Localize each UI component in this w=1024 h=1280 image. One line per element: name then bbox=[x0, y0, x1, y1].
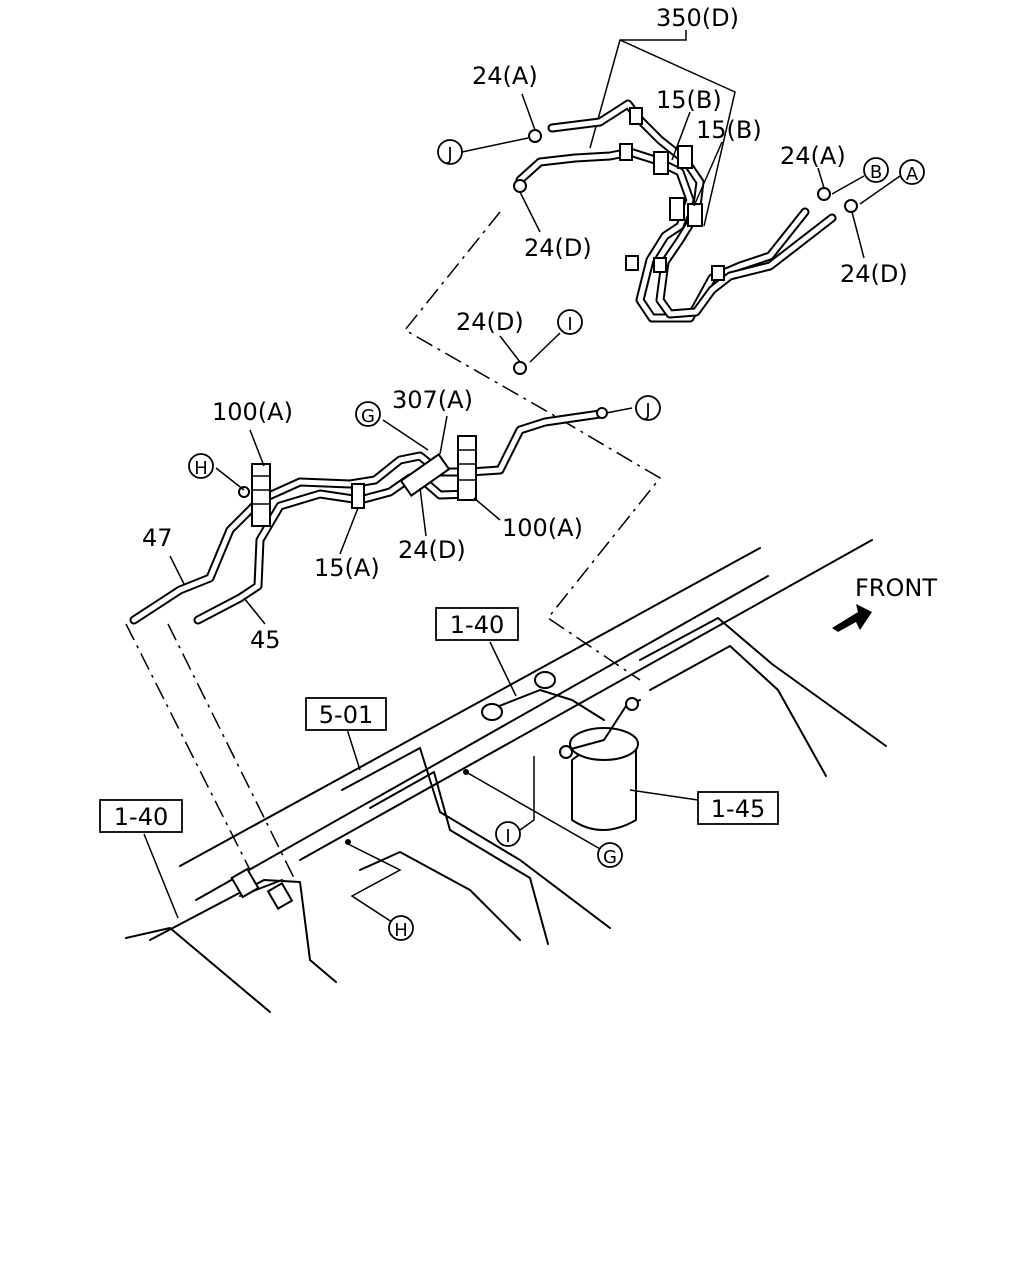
svg-text:J: J bbox=[644, 400, 650, 421]
top-pipe-assembly bbox=[461, 30, 901, 323]
svg-text:5-01: 5-01 bbox=[319, 701, 373, 729]
chassis-frame bbox=[125, 539, 887, 1013]
part-label-45: 45 bbox=[250, 626, 281, 654]
front-indicator: FRONT bbox=[832, 574, 937, 632]
part-label-15b-2: 15(B) bbox=[696, 116, 762, 144]
callout-g-top: G bbox=[355, 401, 381, 427]
part-label-47: 47 bbox=[142, 524, 173, 552]
svg-text:J: J bbox=[446, 144, 452, 165]
svg-text:G: G bbox=[603, 847, 617, 868]
ref-box-5-01: 5-01 bbox=[305, 697, 387, 731]
callout-j-mid: J bbox=[635, 395, 661, 421]
part-label-15a: 15(A) bbox=[314, 554, 380, 582]
callout-b: B bbox=[863, 157, 889, 183]
part-label-24d-top: 24(D) bbox=[524, 234, 592, 262]
svg-text:G: G bbox=[361, 406, 375, 427]
callout-i-top: I bbox=[557, 309, 583, 335]
svg-text:1-45: 1-45 bbox=[711, 795, 765, 823]
ref-box-1-40-top: 1-40 bbox=[435, 607, 519, 641]
svg-text:I: I bbox=[567, 314, 572, 335]
svg-text:H: H bbox=[194, 458, 208, 479]
part-label-100a-right: 100(A) bbox=[502, 514, 583, 542]
callout-i-low: I bbox=[495, 821, 521, 847]
callouts: J B A I G J H I bbox=[188, 139, 925, 941]
svg-text:A: A bbox=[906, 164, 919, 185]
part-label-100a-left: 100(A) bbox=[212, 398, 293, 426]
arrow-icon bbox=[832, 604, 872, 632]
part-label-15b-1: 15(B) bbox=[656, 86, 722, 114]
svg-text:B: B bbox=[870, 162, 882, 183]
callout-j-top: J bbox=[437, 139, 463, 165]
svg-text:1-40: 1-40 bbox=[114, 803, 168, 831]
middle-pipe-assembly bbox=[125, 211, 662, 883]
svg-text:H: H bbox=[394, 920, 408, 941]
front-label: FRONT bbox=[855, 574, 937, 602]
part-label-24a-top: 24(A) bbox=[472, 62, 538, 90]
part-label-24d-mid: 24(D) bbox=[456, 308, 524, 336]
callout-g-low: G bbox=[597, 842, 623, 868]
svg-text:1-40: 1-40 bbox=[450, 611, 504, 639]
part-label-24d-low: 24(D) bbox=[398, 536, 466, 564]
part-label-24d-right: 24(D) bbox=[840, 260, 908, 288]
part-label-307a: 307(A) bbox=[392, 386, 473, 414]
part-labels: 350(D) 24(A) 15(B) 15(B) 24(A) 24(D) 24(… bbox=[142, 4, 908, 654]
ref-box-1-45: 1-45 bbox=[697, 791, 779, 825]
part-label-24a-right: 24(A) bbox=[780, 142, 846, 170]
reference-boxes: 1-40 5-01 1-40 1-45 bbox=[99, 607, 779, 833]
svg-text:I: I bbox=[505, 826, 510, 847]
ref-box-1-40-left: 1-40 bbox=[99, 799, 183, 833]
callout-h-low: H bbox=[388, 915, 414, 941]
callout-a: A bbox=[899, 159, 925, 185]
part-label-350d: 350(D) bbox=[656, 4, 739, 32]
callout-h-left: H bbox=[188, 453, 214, 479]
